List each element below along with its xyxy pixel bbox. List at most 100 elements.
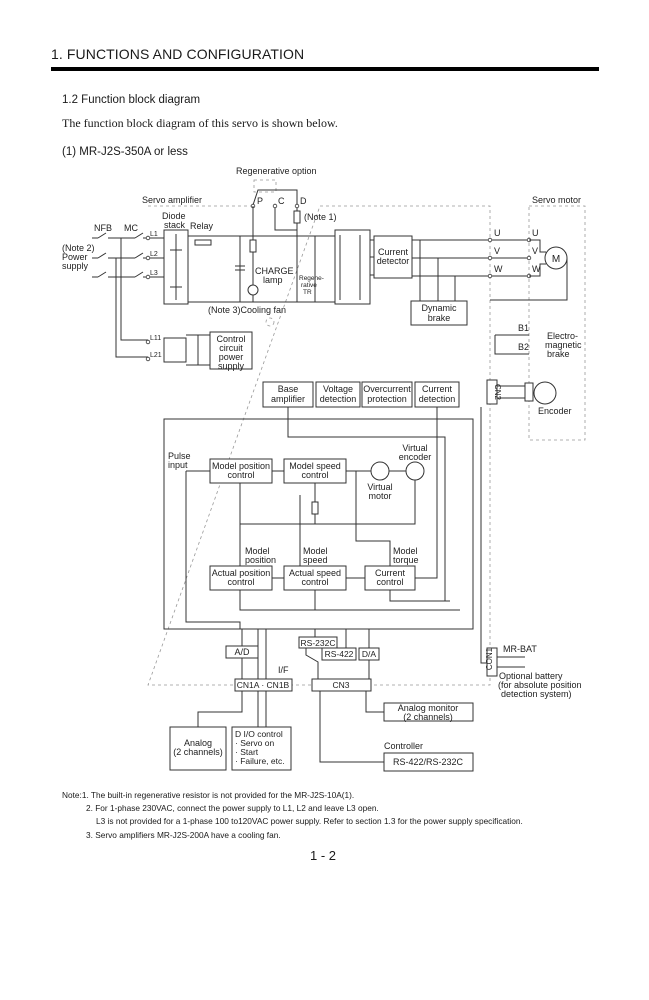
cn2-label: CN2 [493, 384, 502, 401]
voltage-detection [315, 381, 361, 408]
cn1-connector[interactable] [234, 678, 293, 692]
control-psu-label-2: circuit [219, 343, 243, 353]
current-control [364, 565, 416, 591]
rs-controller-box [383, 752, 474, 772]
w-label-amp: W [494, 264, 503, 274]
current-detector-label-1: Current [378, 247, 409, 257]
v-label-amp: V [494, 246, 500, 256]
rs-box-label: RS-422/RS-232C [393, 757, 464, 767]
rs422-block [321, 647, 357, 661]
model-torque-label-1: Model [393, 546, 418, 556]
model-speed-label-2: speed [303, 555, 328, 565]
supply-label: supply [62, 261, 89, 271]
note-1: Note:1. The built-in regenerative resist… [62, 790, 355, 800]
page-number: 1 - 2 [310, 848, 337, 863]
voltage-det-label-1: Voltage [323, 384, 353, 394]
actual-pos-ctrl-label-1: Actual position [212, 568, 271, 578]
current-ctrl-label-1: Current [375, 568, 406, 578]
servo-amplifier-boundary [147, 205, 491, 686]
actual-position-control [209, 565, 273, 591]
actual-speed-ctrl-label-1: Actual speed [289, 568, 341, 578]
regen-tr-label-3: TR [303, 289, 312, 296]
chapter-rule [51, 67, 599, 71]
note-2b: L3 is not provided for a 1-phase 100 to1… [96, 816, 523, 827]
power-label: Power [62, 252, 88, 262]
dio-label-4: · Failure, etc. [235, 756, 285, 766]
model-pos-ctrl-label-1: Model position [212, 461, 270, 471]
control-circuit-power-supply [209, 331, 253, 370]
motor-label: M [552, 254, 560, 265]
note2-label: (Note 2) [62, 243, 95, 253]
mc-label: MC [124, 223, 138, 233]
servo-amplifier-label: Servo amplifier [142, 195, 202, 205]
terminal-d: D [300, 196, 307, 206]
terminal-c: C [278, 196, 285, 206]
virtual-motor-label-1: Virtual [367, 482, 392, 492]
w-label-motor: W [532, 264, 541, 274]
em-brake-label-2: magnetic [545, 340, 582, 350]
mr-bat-label: MR-BAT [503, 644, 537, 654]
pulse-input-label-2: input [168, 460, 188, 470]
charge-lamp-label-2: lamp [263, 275, 283, 285]
model-speed-ctrl-label-2: control [301, 470, 328, 480]
current-detection [414, 381, 460, 408]
relay-resistor [194, 239, 212, 246]
l3-label: L3 [150, 270, 158, 277]
actual-speed-control [283, 565, 347, 591]
virtual-encoder [405, 461, 425, 481]
control-psu-label-1: Control [216, 334, 245, 344]
encoder [533, 381, 557, 405]
regen-tr-label-2: rative [301, 282, 317, 289]
dio-label-2: · Servo on [235, 738, 274, 748]
cn3-connector[interactable] [311, 678, 372, 692]
section-title: 1.2 Function block diagram [62, 94, 201, 106]
chapter-title: 1. FUNCTIONS AND CONFIGURATION [51, 46, 305, 62]
diode-stack-label-2: stack [164, 220, 186, 230]
note-2: 2. For 1-phase 230VAC, connect the power… [86, 803, 379, 814]
con1-label: CON1 [485, 647, 494, 670]
u-label-motor: U [532, 228, 539, 238]
base-amp-label-2: amplifier [271, 394, 305, 404]
model-speed-ctrl-label-1: Model speed [289, 461, 341, 471]
relay-label: Relay [190, 221, 214, 231]
overcurrent-label-2: protection [367, 394, 407, 404]
control-block [163, 418, 474, 630]
note1-label: (Note 1) [304, 212, 337, 222]
model-position-label-1: Model [245, 546, 270, 556]
charge-lamp-label-1: CHARGE [255, 266, 294, 276]
opt-battery-label-3: detection system) [501, 689, 572, 699]
controller-label: Controller [384, 741, 423, 751]
rs232c-block [298, 636, 338, 649]
model-position-control [209, 458, 273, 484]
l1-label: L1 [150, 231, 158, 238]
em-brake-label-3: brake [547, 349, 570, 359]
current-det-label-2: detection [419, 394, 456, 404]
virtual-motor [370, 461, 390, 481]
subsection-title: (1) MR-J2S-350A or less [62, 146, 188, 158]
encoder-label: Encoder [538, 406, 572, 416]
regen-tr-label-1: Regene- [299, 275, 324, 282]
servo-motor-boundary [528, 205, 586, 441]
l2-label: L2 [150, 251, 158, 258]
v-label-motor: V [532, 246, 538, 256]
overcurrent-label-1: Overcurrent [363, 384, 411, 394]
dio-label-1: D I/O control [235, 729, 283, 739]
dynamic-brake [410, 300, 468, 326]
l21-label: L21 [150, 352, 162, 359]
cooling-fan [265, 317, 275, 327]
servo-motor [544, 246, 568, 270]
regenerative-resistor [293, 210, 301, 224]
em-brake-label-1: Electro- [547, 331, 578, 341]
dynamic-brake-label-1: Dynamic [421, 303, 457, 313]
charge-lamp [247, 284, 259, 296]
note-3: 3. Servo amplifiers MR-J2S-200A have a c… [86, 829, 281, 840]
dynamic-brake-label-2: brake [428, 313, 451, 323]
servo-motor-label: Servo motor [532, 195, 581, 205]
model-pos-ctrl-label-2: control [227, 470, 254, 480]
overcurrent-protection [361, 381, 413, 408]
analog-monitor-label-1: Analog monitor [398, 703, 459, 713]
base-amp-label-1: Base [278, 384, 299, 394]
u-label-amp: U [494, 228, 501, 238]
control-rectifier [163, 337, 187, 363]
